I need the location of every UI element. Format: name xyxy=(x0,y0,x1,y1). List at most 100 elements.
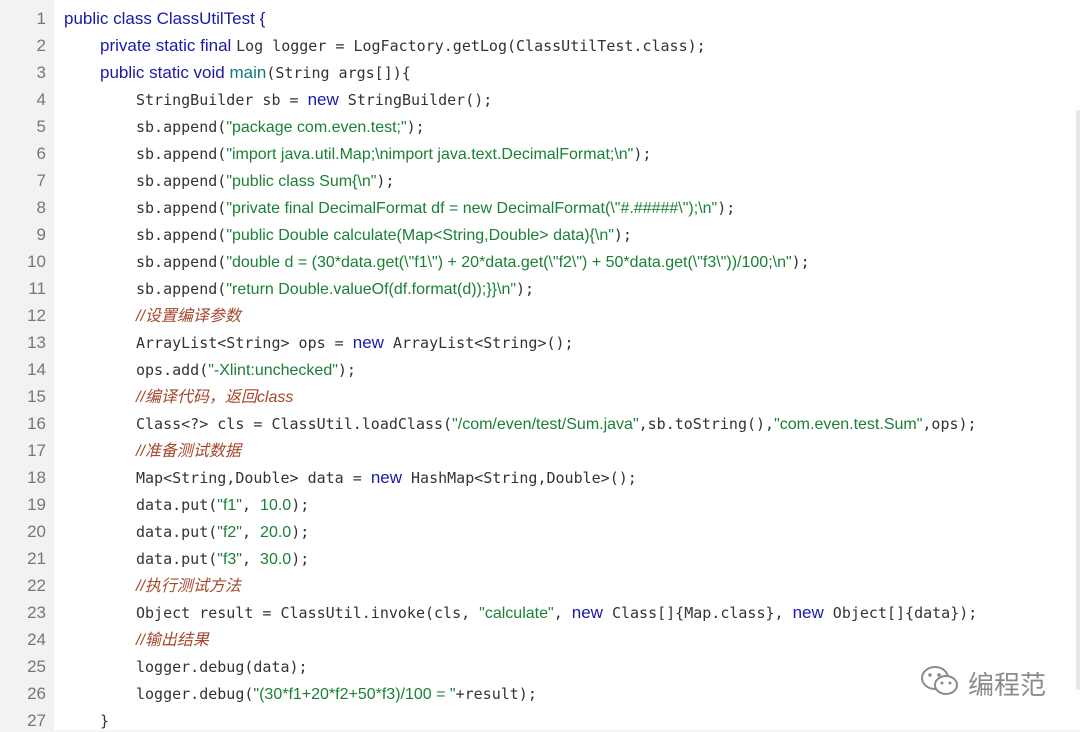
code-token: "f2" xyxy=(217,524,242,541)
code-line[interactable]: Object result = ClassUtil.invoke(cls, "c… xyxy=(136,602,977,624)
code-token: //准备测试数据 xyxy=(136,443,241,460)
line-number: 8 xyxy=(36,198,46,217)
code-line[interactable]: ops.add("-Xlint:unchecked"); xyxy=(136,359,356,381)
code-token: ,sb.toString(), xyxy=(638,415,775,433)
code-line[interactable]: //设置编译参数 xyxy=(136,305,241,327)
code-line[interactable]: private static final Log logger = LogFac… xyxy=(100,35,706,57)
code-line[interactable]: Map<String,Double> data = new HashMap<St… xyxy=(136,467,637,489)
code-token: "f3" xyxy=(217,551,242,568)
line-number: 18 xyxy=(27,468,46,487)
code-token: //设置编译参数 xyxy=(136,308,241,325)
code-token: data.put( xyxy=(136,550,218,568)
code-line[interactable]: data.put("f1", 10.0); xyxy=(136,494,309,516)
code-token: sb.append( xyxy=(136,280,227,298)
line-number: 6 xyxy=(36,144,46,163)
code-line[interactable]: sb.append("import java.util.Map;\nimport… xyxy=(136,143,651,165)
code-token: private static final xyxy=(100,36,237,55)
code-line[interactable]: ArrayList<String> ops = new ArrayList<St… xyxy=(136,332,574,354)
code-token: "/com/even/test/Sum.java" xyxy=(452,416,639,433)
code-line[interactable]: //输出结果 xyxy=(136,629,209,651)
line-number: 1 xyxy=(36,9,46,28)
line-number: 11 xyxy=(28,279,46,298)
code-token: new xyxy=(370,468,402,487)
code-token: ops.add( xyxy=(136,361,209,379)
line-number: 9 xyxy=(36,225,46,244)
line-number: 14 xyxy=(27,360,46,379)
code-token: ); xyxy=(291,523,310,541)
line-number: 16 xyxy=(27,414,46,433)
code-line[interactable]: sb.append("public Double calculate(Map<S… xyxy=(136,224,632,246)
code-token: , xyxy=(553,604,572,622)
code-token: sb.append( xyxy=(136,118,227,136)
code-line[interactable]: logger.debug("(30*f1+20*f2+50*f3)/100 = … xyxy=(136,683,537,705)
code-line[interactable]: //准备测试数据 xyxy=(136,440,241,462)
code-token: "calculate" xyxy=(479,605,554,622)
code-token: ); xyxy=(291,550,310,568)
code-token: (String args[]){ xyxy=(266,64,411,82)
code-line[interactable]: Class<?> cls = ClassUtil.loadClass("/com… xyxy=(136,413,977,435)
code-token: Class<?> cls = ClassUtil.loadClass( xyxy=(136,415,453,433)
code-token: public static void xyxy=(100,63,230,82)
code-token: "import java.util.Map;\nimport java.text… xyxy=(226,146,634,163)
code-token: sb.append( xyxy=(136,172,227,190)
code-line[interactable]: sb.append("public class Sum{\n"); xyxy=(136,170,394,192)
code-token: HashMap<String,Double>(); xyxy=(402,469,637,487)
code-line[interactable]: data.put("f2", 20.0); xyxy=(136,521,309,543)
code-token: ArrayList<String> ops = xyxy=(136,334,353,352)
code-token: StringBuilder(); xyxy=(338,91,493,109)
code-token: data.put( xyxy=(136,496,218,514)
code-token: Map<String,Double> data = xyxy=(136,469,371,487)
line-number: 20 xyxy=(27,522,46,541)
code-token: sb.append( xyxy=(136,253,227,271)
line-number: 2 xyxy=(36,36,46,55)
code-token: 20.0 xyxy=(260,524,292,541)
code-token: StringBuilder sb = xyxy=(136,91,308,109)
watermark-text: 编程范 xyxy=(967,670,1046,701)
code-line[interactable]: public static void main(String args[]){ xyxy=(100,62,411,84)
code-line[interactable]: StringBuilder sb = new StringBuilder(); xyxy=(136,89,492,111)
code-token: "public Double calculate(Map<String,Doub… xyxy=(226,227,614,244)
code-token: main xyxy=(229,63,267,82)
code-line[interactable]: sb.append("return Double.valueOf(df.form… xyxy=(136,278,534,300)
watermark: 编程范 xyxy=(920,664,1046,702)
code-line[interactable]: sb.append("package com.even.test;"); xyxy=(136,116,425,138)
code-token: logger.debug( xyxy=(136,685,254,703)
line-number: 15 xyxy=(27,387,46,406)
line-number: 3 xyxy=(36,63,46,82)
code-token: +result); xyxy=(455,685,537,703)
code-token: ); xyxy=(406,118,425,136)
code-token: Object result = ClassUtil.invoke(cls, xyxy=(136,604,480,622)
code-line[interactable]: } xyxy=(100,710,109,732)
line-number: 21 xyxy=(27,549,46,568)
code-token: ); xyxy=(791,253,810,271)
code-token: "return Double.valueOf(df.format(d));}}\… xyxy=(226,281,517,298)
line-number: 23 xyxy=(27,603,46,622)
code-token: new xyxy=(352,333,384,352)
code-line[interactable]: logger.debug(data); xyxy=(136,656,308,678)
line-number: 26 xyxy=(27,684,46,703)
code-line[interactable]: sb.append("private final DecimalFormat d… xyxy=(136,197,735,219)
line-number: 12 xyxy=(27,306,46,325)
code-line[interactable]: public class ClassUtilTest { xyxy=(64,8,265,30)
code-token: ); xyxy=(376,172,395,190)
code-token: //执行测试方法 xyxy=(136,578,241,595)
code-line[interactable]: data.put("f3", 30.0); xyxy=(136,548,309,570)
code-token: //输出结果 xyxy=(136,632,209,649)
code-line[interactable]: //执行测试方法 xyxy=(136,575,241,597)
line-number: 27 xyxy=(27,711,46,730)
code-line[interactable]: sb.append("double d = (30*data.get(\"f1\… xyxy=(136,251,810,273)
code-token: new xyxy=(571,603,603,622)
code-token: Class[]{Map.class}, xyxy=(602,604,793,622)
code-token: 10.0 xyxy=(260,497,292,514)
code-token: "f1" xyxy=(217,497,242,514)
code-token: Log logger = LogFactory.getLog(ClassUtil… xyxy=(236,37,706,55)
code-line[interactable]: //编译代码，返回class xyxy=(136,386,293,408)
code-token: ); xyxy=(633,145,652,163)
code-token: , xyxy=(241,496,261,514)
line-number: 17 xyxy=(27,441,46,460)
code-token: sb.append( xyxy=(136,145,227,163)
scrollbar-track[interactable] xyxy=(1076,110,1080,690)
code-token: ); xyxy=(613,226,632,244)
code-token: new xyxy=(307,90,339,109)
line-number: 4 xyxy=(36,90,46,109)
